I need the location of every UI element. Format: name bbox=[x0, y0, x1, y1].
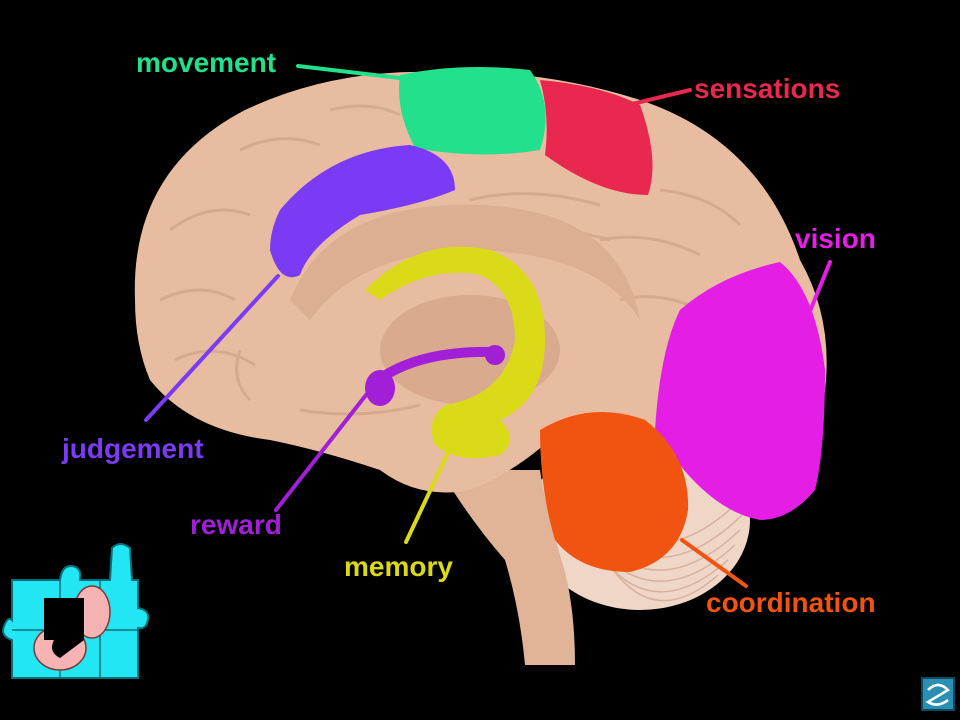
sensations-leader bbox=[630, 88, 692, 106]
vision-leader bbox=[806, 260, 832, 318]
label-coordination: coordination bbox=[706, 587, 876, 618]
memory-leader bbox=[404, 438, 456, 544]
label-movement: movement bbox=[136, 47, 276, 78]
publisher-logo-icon bbox=[921, 677, 955, 711]
movement-region bbox=[399, 66, 546, 155]
puzzle-icon bbox=[2, 543, 150, 679]
movement-leader bbox=[296, 64, 402, 80]
label-judgement: judgement bbox=[61, 433, 204, 464]
coordination-leader bbox=[680, 538, 748, 588]
label-sensations: sensations bbox=[694, 73, 840, 104]
coordination-region bbox=[540, 412, 689, 572]
label-vision: vision bbox=[795, 223, 876, 254]
label-reward: reward bbox=[190, 509, 282, 540]
corpus-callosum bbox=[290, 204, 640, 320]
reward-leader bbox=[274, 393, 368, 512]
memory-region bbox=[365, 246, 545, 459]
label-memory: memory bbox=[344, 551, 453, 582]
reward-region bbox=[365, 345, 505, 406]
judgement-region bbox=[270, 145, 455, 278]
leader-lines bbox=[144, 64, 832, 588]
judgement-leader bbox=[144, 274, 280, 422]
cerebrum bbox=[134, 71, 827, 493]
brainstem bbox=[440, 470, 575, 665]
sensations-region bbox=[540, 80, 653, 195]
vision-region bbox=[655, 262, 825, 520]
